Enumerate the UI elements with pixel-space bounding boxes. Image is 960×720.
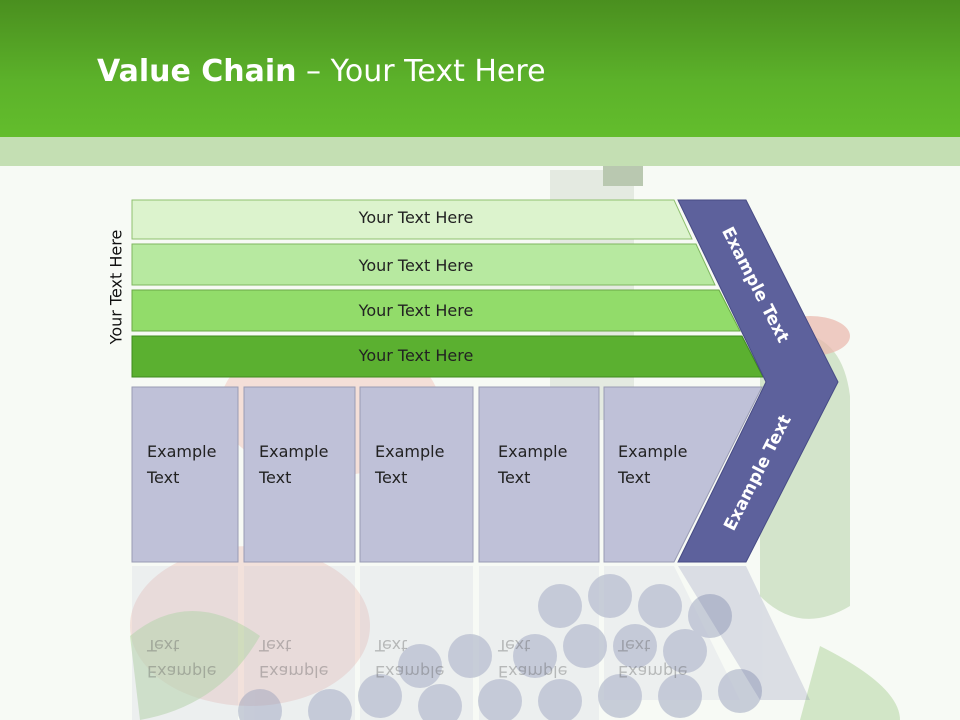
box-1	[131, 386, 239, 563]
refl-5-line2: Text	[618, 636, 651, 655]
box-2-line2: Text	[259, 468, 292, 487]
refl-4-line1: Example	[498, 662, 568, 681]
refl-5-line1: Example	[618, 662, 688, 681]
box-5-line2: Text	[618, 468, 651, 487]
refl-2-line1: Example	[259, 662, 329, 681]
box-5	[603, 386, 763, 563]
box-2-line1: Example	[259, 442, 329, 461]
reflection	[132, 566, 810, 720]
box-5-line1: Example	[618, 442, 688, 461]
header-bar	[0, 0, 960, 137]
reflection-text-4: Example Text	[498, 632, 567, 684]
box-2	[243, 386, 356, 563]
reflection-text-3: Example Text	[375, 632, 444, 684]
bar-3-label: Your Text Here	[358, 301, 474, 320]
bar-4	[131, 335, 764, 378]
title-rest: – Your Text Here	[296, 54, 546, 89]
bar-2-label: Your Text Here	[358, 256, 474, 275]
box-4	[478, 386, 600, 563]
bar-4-label: Your Text Here	[358, 346, 474, 365]
refl-2-line2: Text	[259, 636, 292, 655]
slide-title: Value Chain – Your Text Here	[97, 54, 546, 89]
title-bold: Value Chain	[97, 54, 297, 89]
bar-1-label: Your Text Here	[358, 208, 474, 227]
refl-3-line1: Example	[375, 662, 445, 681]
refl-1-line1: Example	[147, 662, 217, 681]
reflection-text-2: Example Text	[259, 632, 328, 684]
chevron-arrow	[677, 199, 839, 563]
box-3-line2: Text	[375, 468, 408, 487]
header-band	[0, 137, 960, 166]
reflection-text-1: Example Text	[147, 632, 216, 684]
refl-1-line2: Text	[147, 636, 180, 655]
bar-1	[131, 199, 693, 240]
box-3-line1: Example	[375, 442, 445, 461]
refl-4-line2: Text	[498, 636, 531, 655]
refl-3-line2: Text	[375, 636, 408, 655]
box-1-line2: Text	[147, 468, 180, 487]
box-3	[359, 386, 474, 563]
bar-2	[131, 243, 716, 286]
reflection-text-5: Example Text	[618, 632, 687, 684]
bar-3	[131, 289, 741, 332]
box-4-line2: Text	[498, 468, 531, 487]
box-4-line1: Example	[498, 442, 568, 461]
box-1-line1: Example	[147, 442, 217, 461]
